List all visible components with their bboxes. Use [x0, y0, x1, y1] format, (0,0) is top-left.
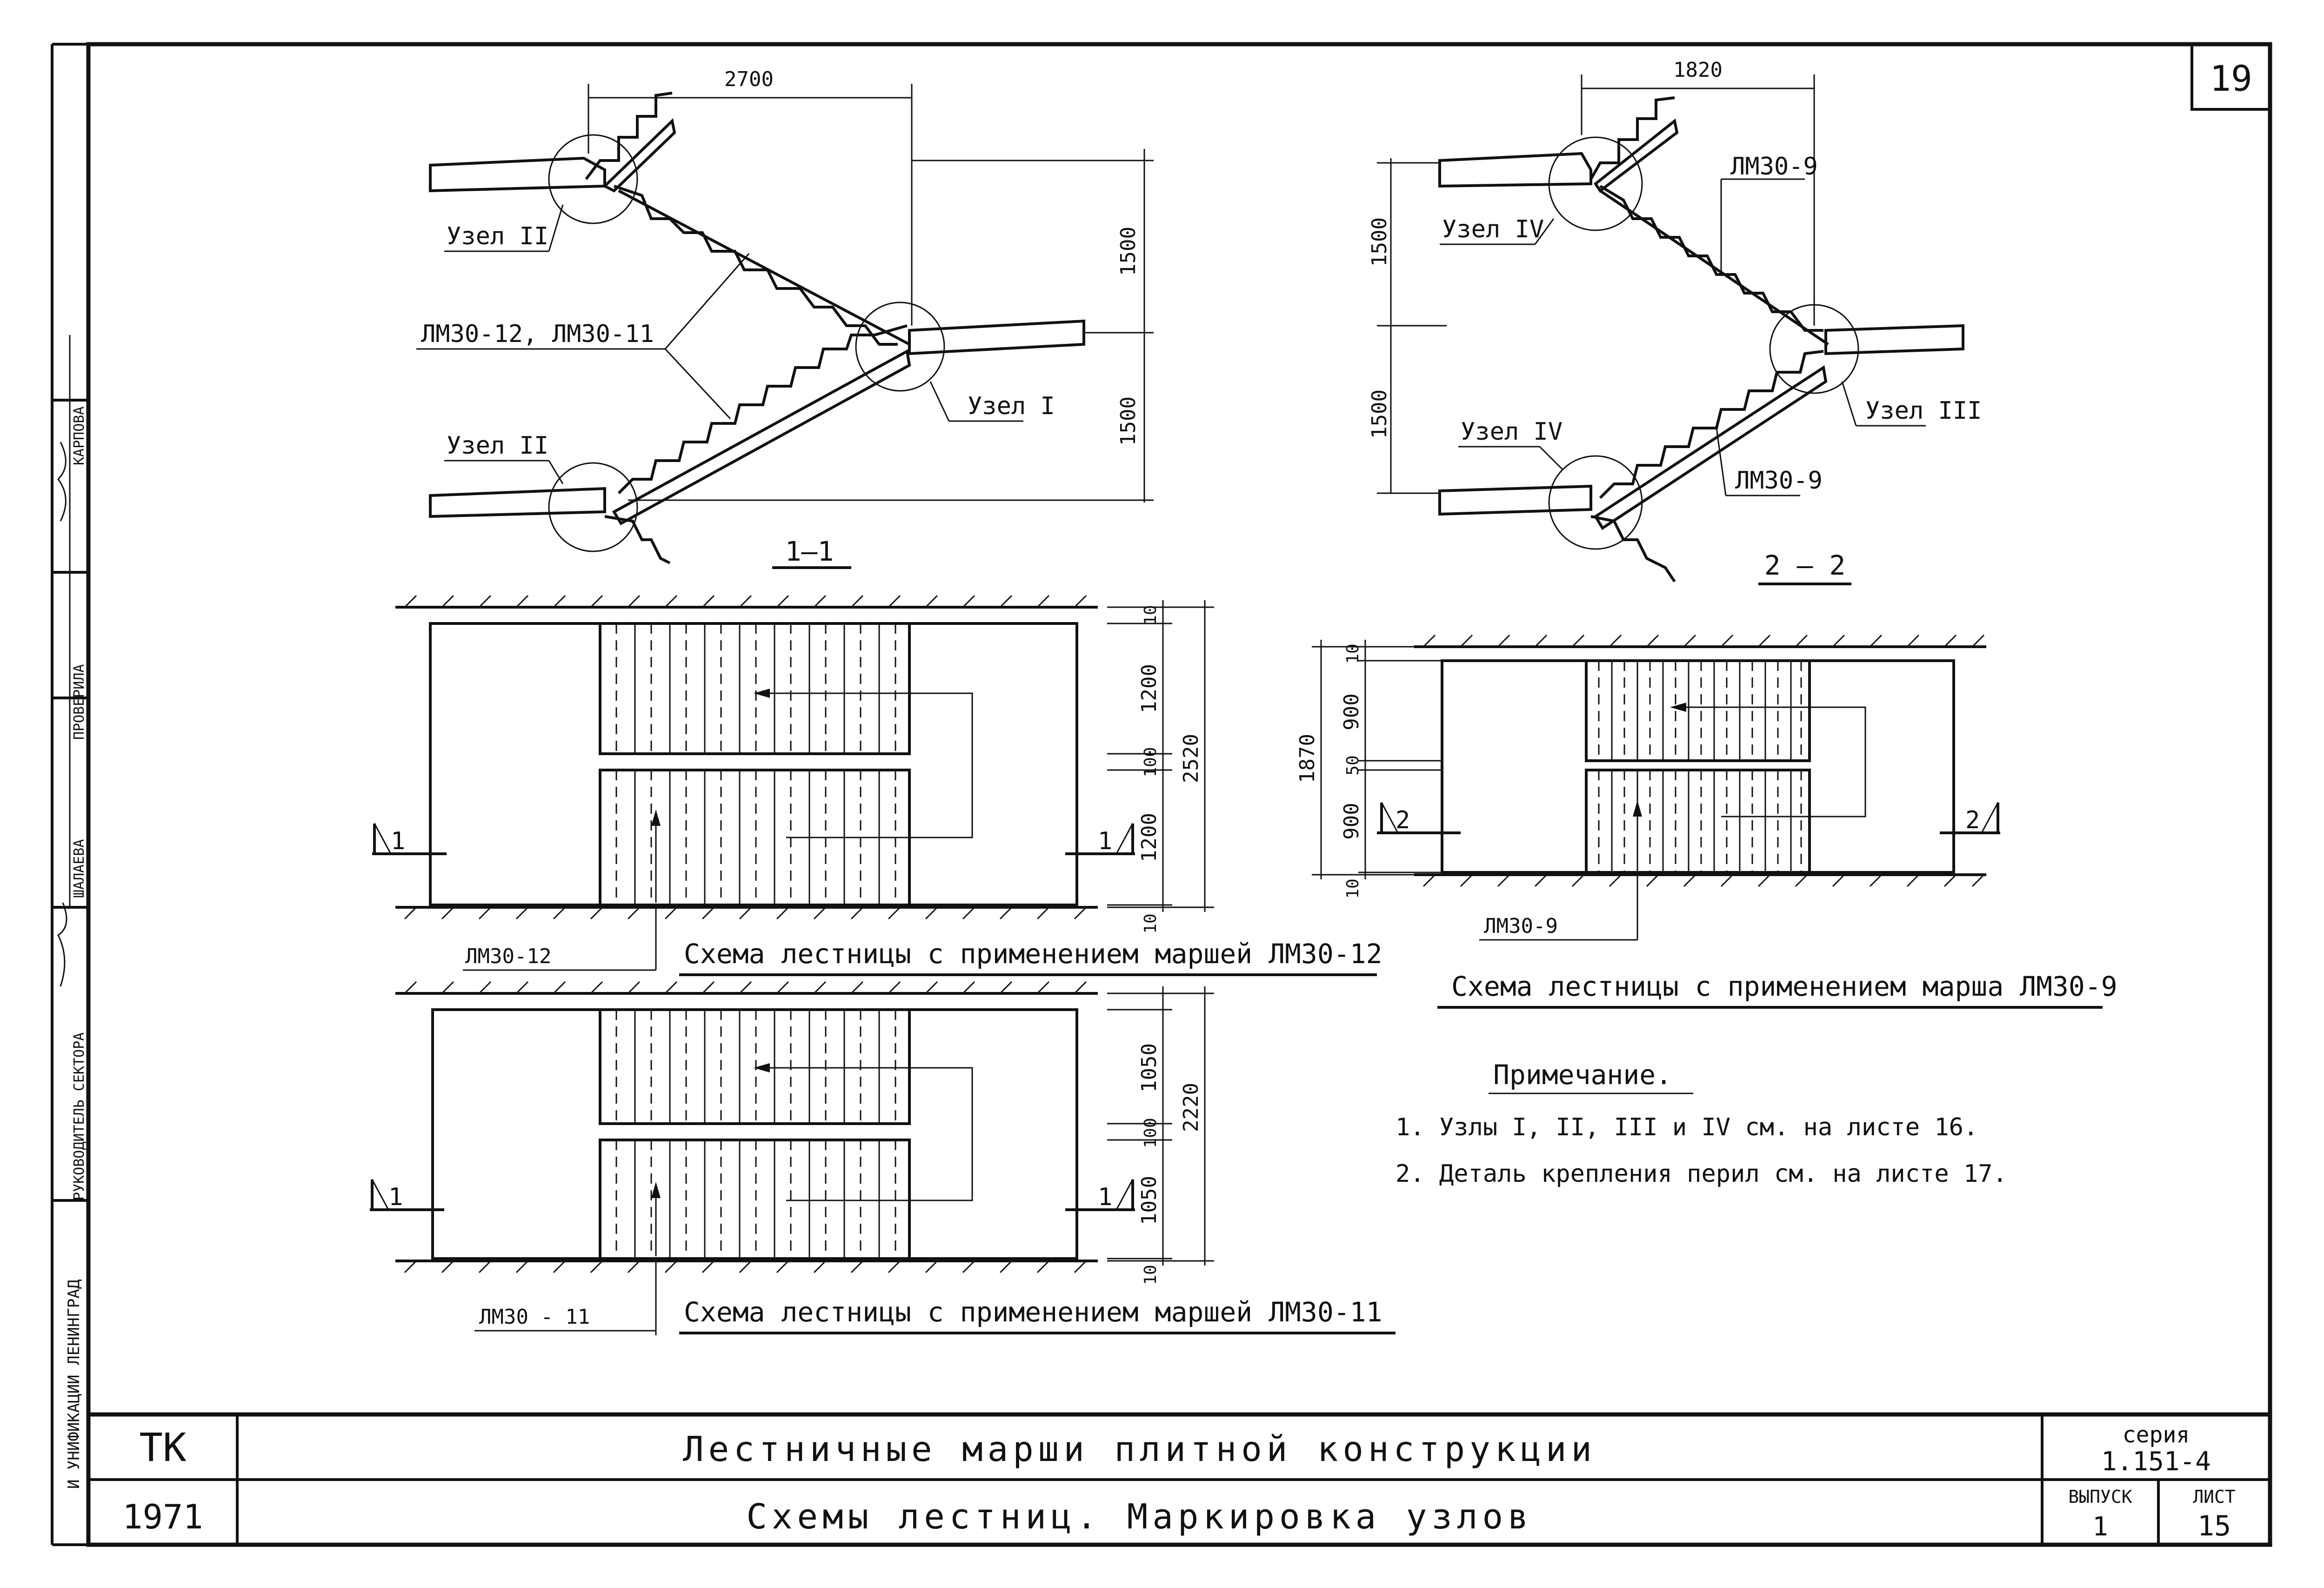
stamp-role-2: ПРОВЕРИЛА: [71, 664, 87, 740]
p9-dim-0: 10: [1343, 643, 1362, 663]
note-1: 1. Узлы I, II, III и IV см. на листе 16.: [1396, 1113, 1978, 1141]
s2-dim-top: 1820: [1673, 58, 1723, 82]
title-block: ТК 1971 Лестничные марши плитной констру…: [88, 1412, 2270, 1545]
plan-lm30-11: 1 1 1050 100 1050 10 2220 ЛМ30 - 11 Схем…: [370, 981, 1396, 1335]
tb-issue-value: 1: [2092, 1512, 2108, 1542]
s2-flight-label-top: ЛМ30-9: [1730, 153, 1818, 181]
s1-node-bottom-label: Узел II: [447, 432, 548, 460]
p9-total: 1870: [1296, 734, 1319, 783]
s2-node-top-label: Узел IV: [1442, 215, 1544, 243]
s2-node-bottom-label: Узел IV: [1461, 418, 1563, 446]
tb-issue-label: ВЫПУСК: [2068, 1487, 2132, 1507]
s2-dim-upper: 1500: [1368, 217, 1391, 267]
svg-text:19: 19: [2210, 58, 2252, 99]
section-2-2: 1820 1500 1500 Узел IV ЛМ30-9 Узел III У…: [1368, 58, 1982, 585]
signature-mark-1: [57, 902, 67, 987]
tb-title-sub: Схемы лестниц. Маркировка узлов: [746, 1497, 1533, 1537]
node-circle-bottom-2: [1548, 455, 1643, 550]
side-stamp: И УНИФИКАЦИИ ЛЕНИНГРАД РУКОВОДИТЕЛЬ СЕКТ…: [52, 335, 88, 1489]
p9-cut-right: 2: [1965, 806, 1980, 834]
p12-dim-1: 1200: [1137, 664, 1161, 713]
s1-node-top-label: Узел II: [447, 222, 548, 250]
s1-flight-label: ЛМ30-12, ЛМ30-11: [421, 320, 654, 348]
p11-total: 2220: [1179, 1083, 1203, 1132]
plan-lm30-12: 1 1 10 1200 100 1200 10 2520 ЛМ30-12 Схе…: [372, 595, 1382, 976]
tb-series-value: 1.151-4: [2101, 1447, 2211, 1477]
p9-dim-1: 900: [1340, 693, 1363, 730]
sheet-frame: [51, 42, 2272, 1547]
p11-cut-left: 1: [388, 1183, 403, 1211]
sheet-corner-number: 19: [2190, 43, 2271, 111]
tb-sheet-label: ЛИСТ: [2193, 1487, 2236, 1507]
node-circle-mid: [855, 302, 945, 392]
stamp-org: И УНИФИКАЦИИ ЛЕНИНГРАД: [65, 1280, 83, 1489]
p11-dim-3: 1050: [1137, 1176, 1161, 1225]
stamp-name-2: КАРПОВА: [71, 407, 87, 465]
p12-caption: Схема лестницы с применением маршей ЛМ30…: [684, 938, 1382, 970]
p11-dim-4: 10: [1141, 1265, 1160, 1285]
signature-mark-2: [57, 442, 67, 522]
section-1-1: 2700 1500 1500 Узел II Узел I ЛМ30-12, Л…: [416, 67, 1154, 569]
p12-dim-0: 10: [1141, 605, 1160, 625]
p12-cut-right: 1: [1098, 827, 1112, 855]
p9-dim-4: 10: [1343, 878, 1362, 898]
s2-node-mid-label: Узел III: [1865, 397, 1982, 425]
node-circle-bottom: [548, 462, 638, 552]
p11-dim-2: 100: [1141, 1118, 1160, 1148]
notes-heading: Примечание.: [1493, 1059, 1672, 1091]
s2-title: 2 – 2: [1764, 549, 1846, 581]
node-circle-top: [548, 134, 638, 224]
p9-dim-3: 900: [1340, 803, 1363, 839]
tb-year: 1971: [122, 1497, 203, 1536]
p12-cut-left: 1: [391, 827, 405, 855]
tb-code: ТК: [139, 1425, 187, 1470]
s1-dim-top: 2700: [724, 67, 774, 91]
notes: Примечание. 1. Узлы I, II, III и IV см. …: [1396, 1059, 2007, 1188]
p9-cut-left: 2: [1396, 806, 1410, 834]
tb-series-label: серия: [2123, 1422, 2190, 1448]
p11-dim-1: 1050: [1137, 1043, 1161, 1092]
p12-mark: ЛМ30-12: [465, 945, 551, 968]
s2-dim-lower: 1500: [1368, 389, 1391, 439]
p11-cut-right: 1: [1098, 1183, 1112, 1211]
s1-node-mid-label: Узел I: [968, 392, 1055, 420]
p12-dim-2: 100: [1141, 747, 1160, 777]
s1-title: 1–1: [785, 536, 834, 567]
note-2: 2. Деталь крепления перил см. на листе 1…: [1396, 1160, 2007, 1188]
node-circle-top-2: [1548, 136, 1643, 231]
tb-sheet-value: 15: [2197, 1510, 2231, 1542]
p12-dim-3: 1200: [1137, 813, 1161, 862]
stamp-name-1: ШАЛАЕВА: [71, 839, 87, 898]
p11-caption: Схема лестницы с применением маршей ЛМ30…: [684, 1296, 1382, 1328]
p9-dim-2: 50: [1343, 755, 1362, 775]
p11-mark: ЛМ30 - 11: [479, 1305, 590, 1329]
s2-flight-label-bottom: ЛМ30-9: [1735, 467, 1823, 495]
p12-total: 2520: [1179, 734, 1203, 783]
p9-caption: Схема лестницы с применением марша ЛМ30-…: [1451, 971, 2117, 1002]
stamp-role-1: РУКОВОДИТЕЛЬ СЕКТОРА: [71, 1032, 87, 1200]
s1-dim-lower: 1500: [1116, 396, 1140, 446]
plan-lm30-9: 2 2 10 900 50 900 10 1870 ЛМ30-9 Схема л…: [1296, 634, 2117, 1009]
p9-mark: ЛМ30-9: [1484, 914, 1558, 938]
tb-title-main: Лестничные марши плитной конструкции: [683, 1429, 1596, 1469]
p12-dim-4: 10: [1141, 913, 1160, 933]
s1-dim-upper: 1500: [1116, 227, 1140, 276]
